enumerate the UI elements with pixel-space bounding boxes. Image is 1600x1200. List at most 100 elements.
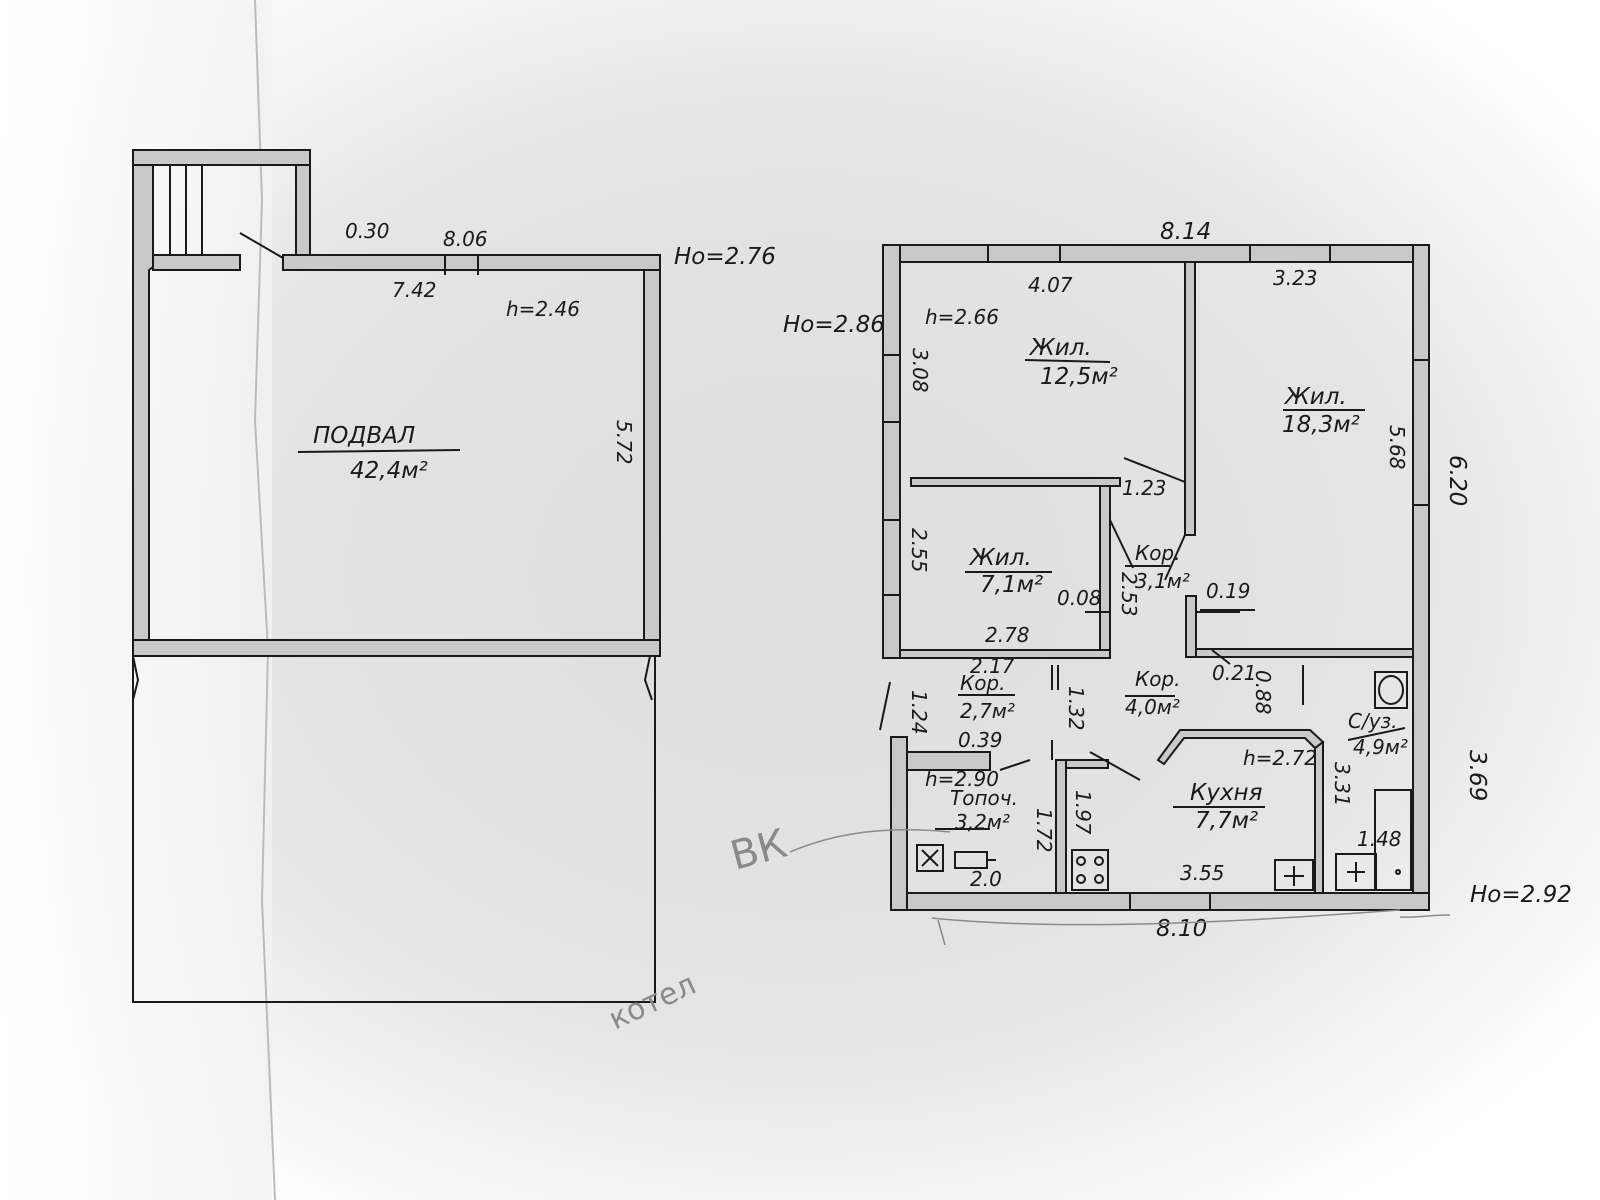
foundation-corner [643,655,653,701]
basement-plan [132,149,661,657]
room-corridor-3-name: Кор. [1135,667,1181,691]
floor-h0-right: Hо=2.92 [1470,882,1572,908]
dim-1-32: 1.32 [1064,686,1088,731]
wall-outer-left-upper [882,244,901,659]
floor-h0-left: Hо=2.86 [783,312,885,338]
floor-dim-bottom: 8.10 [1156,916,1207,942]
wall-small-bedroom-bottom [899,649,1111,659]
basement-lines [132,165,656,1003]
room-kitchen-name: Кухня [1190,780,1263,806]
wall-furnace-right [1055,759,1067,894]
bath-drain [1395,869,1401,875]
ground-floor-walls [882,244,1430,911]
dim-2-17: 2.17 [970,654,1015,678]
basement-wall-right [643,269,661,646]
room-bathroom-name: С/уз. [1348,709,1398,733]
wall-corridor-angled [1156,729,1325,766]
dim-1-48: 1.48 [1357,827,1402,851]
room-corridor-3-area: 4,0м² [1125,695,1180,719]
entry-door [879,681,891,731]
basement-h0: Hо=2.76 [674,244,776,270]
dim-2-53: 2.53 [1117,572,1141,617]
dim-0-21: 0.21 [1212,661,1257,685]
basement-door-swing [239,232,284,259]
wall-outer-right [1412,244,1430,911]
room-furnace-area: 3,2м² [955,810,1010,834]
room-bathroom-area: 4,9м² [1353,735,1408,759]
dim-leader [1347,727,1406,741]
boiler [916,844,944,872]
dim-3-31: 3.31 [1330,762,1354,807]
door-swing [1164,534,1186,581]
basement-wall-top [282,254,661,271]
room-bedroom-3-area: 7,1м² [980,572,1043,598]
room-bedroom-1-name: Жил. [1028,335,1092,361]
floor-dim-right-upper: 6.20 [1444,455,1470,506]
basement-room-area: 42,4м² [350,458,428,484]
basement-dim-inner: 7.42 [392,278,437,302]
stove-burner [1094,856,1104,866]
door-swing [1211,649,1231,665]
door-swing [1109,519,1134,569]
dim-0-08: 0.08 [1057,586,1102,610]
dim-0-39: 0.39 [958,728,1003,752]
paper-fold-edge [253,0,276,1200]
basement-wall-top-left [152,254,241,271]
room-furnace-height: h=2.90 [925,767,999,791]
dim-0-19: 0.19 [1206,579,1251,603]
pencil-sketch [937,919,946,946]
pencil-annotations [789,828,1451,946]
foundation-corner [132,655,140,701]
kitchen-sink [1274,859,1314,891]
dim-5-68: 5.68 [1385,425,1409,470]
wall-bedroom-divider [1184,261,1196,536]
wall-outer-top [882,244,1430,263]
basement-dim-stair: 0.30 [345,219,390,243]
room-corridor-1-name: Кор. [1135,541,1181,565]
toilet-bowl [1378,675,1404,705]
pencil-line [931,909,1401,926]
pencil-sketch [1399,914,1451,918]
basement-dim-side: 5.72 [612,420,636,465]
room-kitchen-height: h=2.72 [1243,746,1317,770]
dim-3-55: 3.55 [1180,861,1225,885]
room-corridor-2-area: 2,7м² [960,699,1015,723]
room-bedroom-3-name: Жил. [968,545,1032,571]
ground-floor-lines [879,245,1429,910]
floor-dim-top: 8.14 [1160,219,1211,245]
boiler-mark [921,849,939,867]
stove-burner [1076,874,1086,884]
room-corridor-2-name: Кор. [960,671,1006,695]
dim-4-07: 4.07 [1028,273,1073,297]
dim-3-23: 3.23 [1273,266,1318,290]
room-label-underline [297,449,461,453]
wall-outer-left-lower [890,736,908,911]
room-bedroom-2-name: Жил. [1283,384,1347,410]
dim-0-88: 0.88 [1251,670,1275,715]
room-furnace-name: Топоч. [950,786,1018,810]
dim-1-72: 1.72 [1032,808,1056,853]
door-swing [1089,751,1141,781]
stove-burner [1094,874,1104,884]
bathtub [1374,789,1412,891]
dim-1-97: 1.97 [1071,790,1095,835]
dim-1-23: 1.23 [1122,476,1167,500]
dim-leader [1024,359,1111,363]
wall-outer-bottom [890,892,1430,911]
floor-ceiling-height: h=2.66 [925,305,999,329]
basement-lower-outline [132,656,656,1003]
door-swing [1123,457,1186,483]
dim-2-78: 2.78 [985,623,1030,647]
wall-kitchen-top [1065,759,1109,769]
basement-stair-wall-right [295,164,311,256]
basement-ceiling-height: h=2.46 [506,297,580,321]
room-kitchen-area: 7,7м² [1195,808,1258,834]
bath-sink [1335,853,1377,891]
door-swing [999,759,1031,771]
basement-room-name: ПОДВАЛ [313,423,415,449]
dim-3-08: 3.08 [908,348,932,393]
dim-1-24: 1.24 [907,690,931,735]
basement-wall-left [132,149,154,641]
room-bedroom-2-area: 18,3м² [1282,412,1360,438]
